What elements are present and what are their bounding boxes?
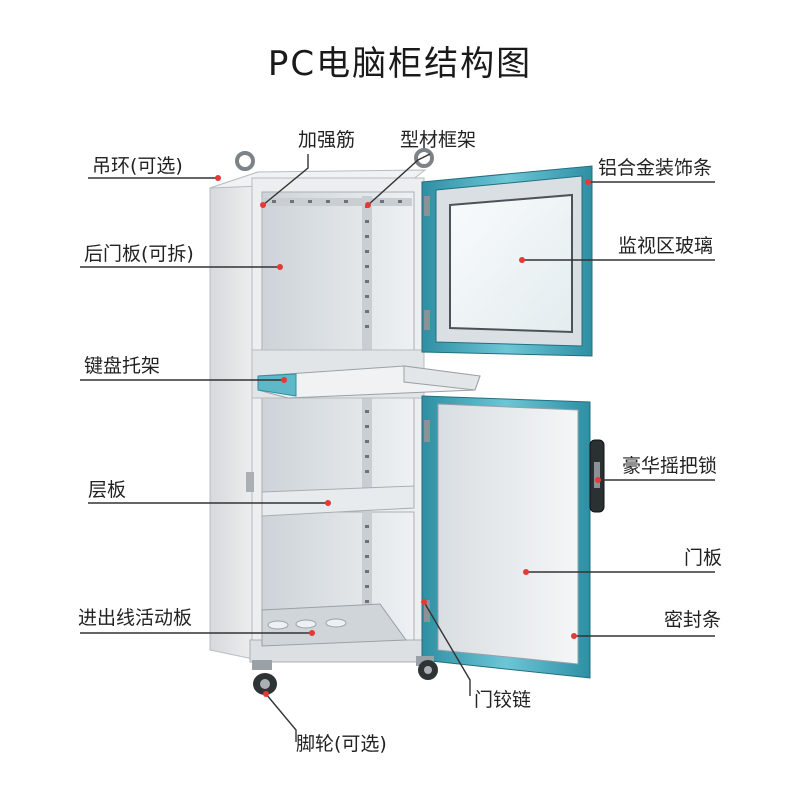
leader-casters [266, 694, 296, 742]
label-door-hinge: 门铰链 [474, 688, 531, 712]
label-profile-frame: 型材框架 [400, 128, 476, 152]
hoist-rings [237, 150, 432, 169]
label-door-panel: 门板 [684, 546, 722, 570]
label-shelf: 层板 [88, 478, 126, 502]
label-aluminum-trim: 铝合金装饰条 [598, 156, 712, 180]
upper-door [422, 166, 592, 356]
label-keyboard-tray: 键盘托架 [84, 354, 160, 378]
label-hoist-ring: 吊环(可选) [92, 154, 183, 178]
cabinet-body [210, 170, 428, 662]
label-reinforcement-rib: 加强筋 [298, 128, 355, 152]
label-seal-strip: 密封条 [664, 608, 721, 632]
label-cable-entry-plate: 进出线活动板 [78, 606, 192, 630]
label-viewing-glass: 监视区玻璃 [618, 234, 713, 258]
label-rear-panel: 后门板(可拆) [84, 242, 194, 266]
label-casters: 脚轮(可选) [296, 732, 387, 756]
label-swing-handle-lock: 豪华摇把锁 [622, 454, 717, 478]
